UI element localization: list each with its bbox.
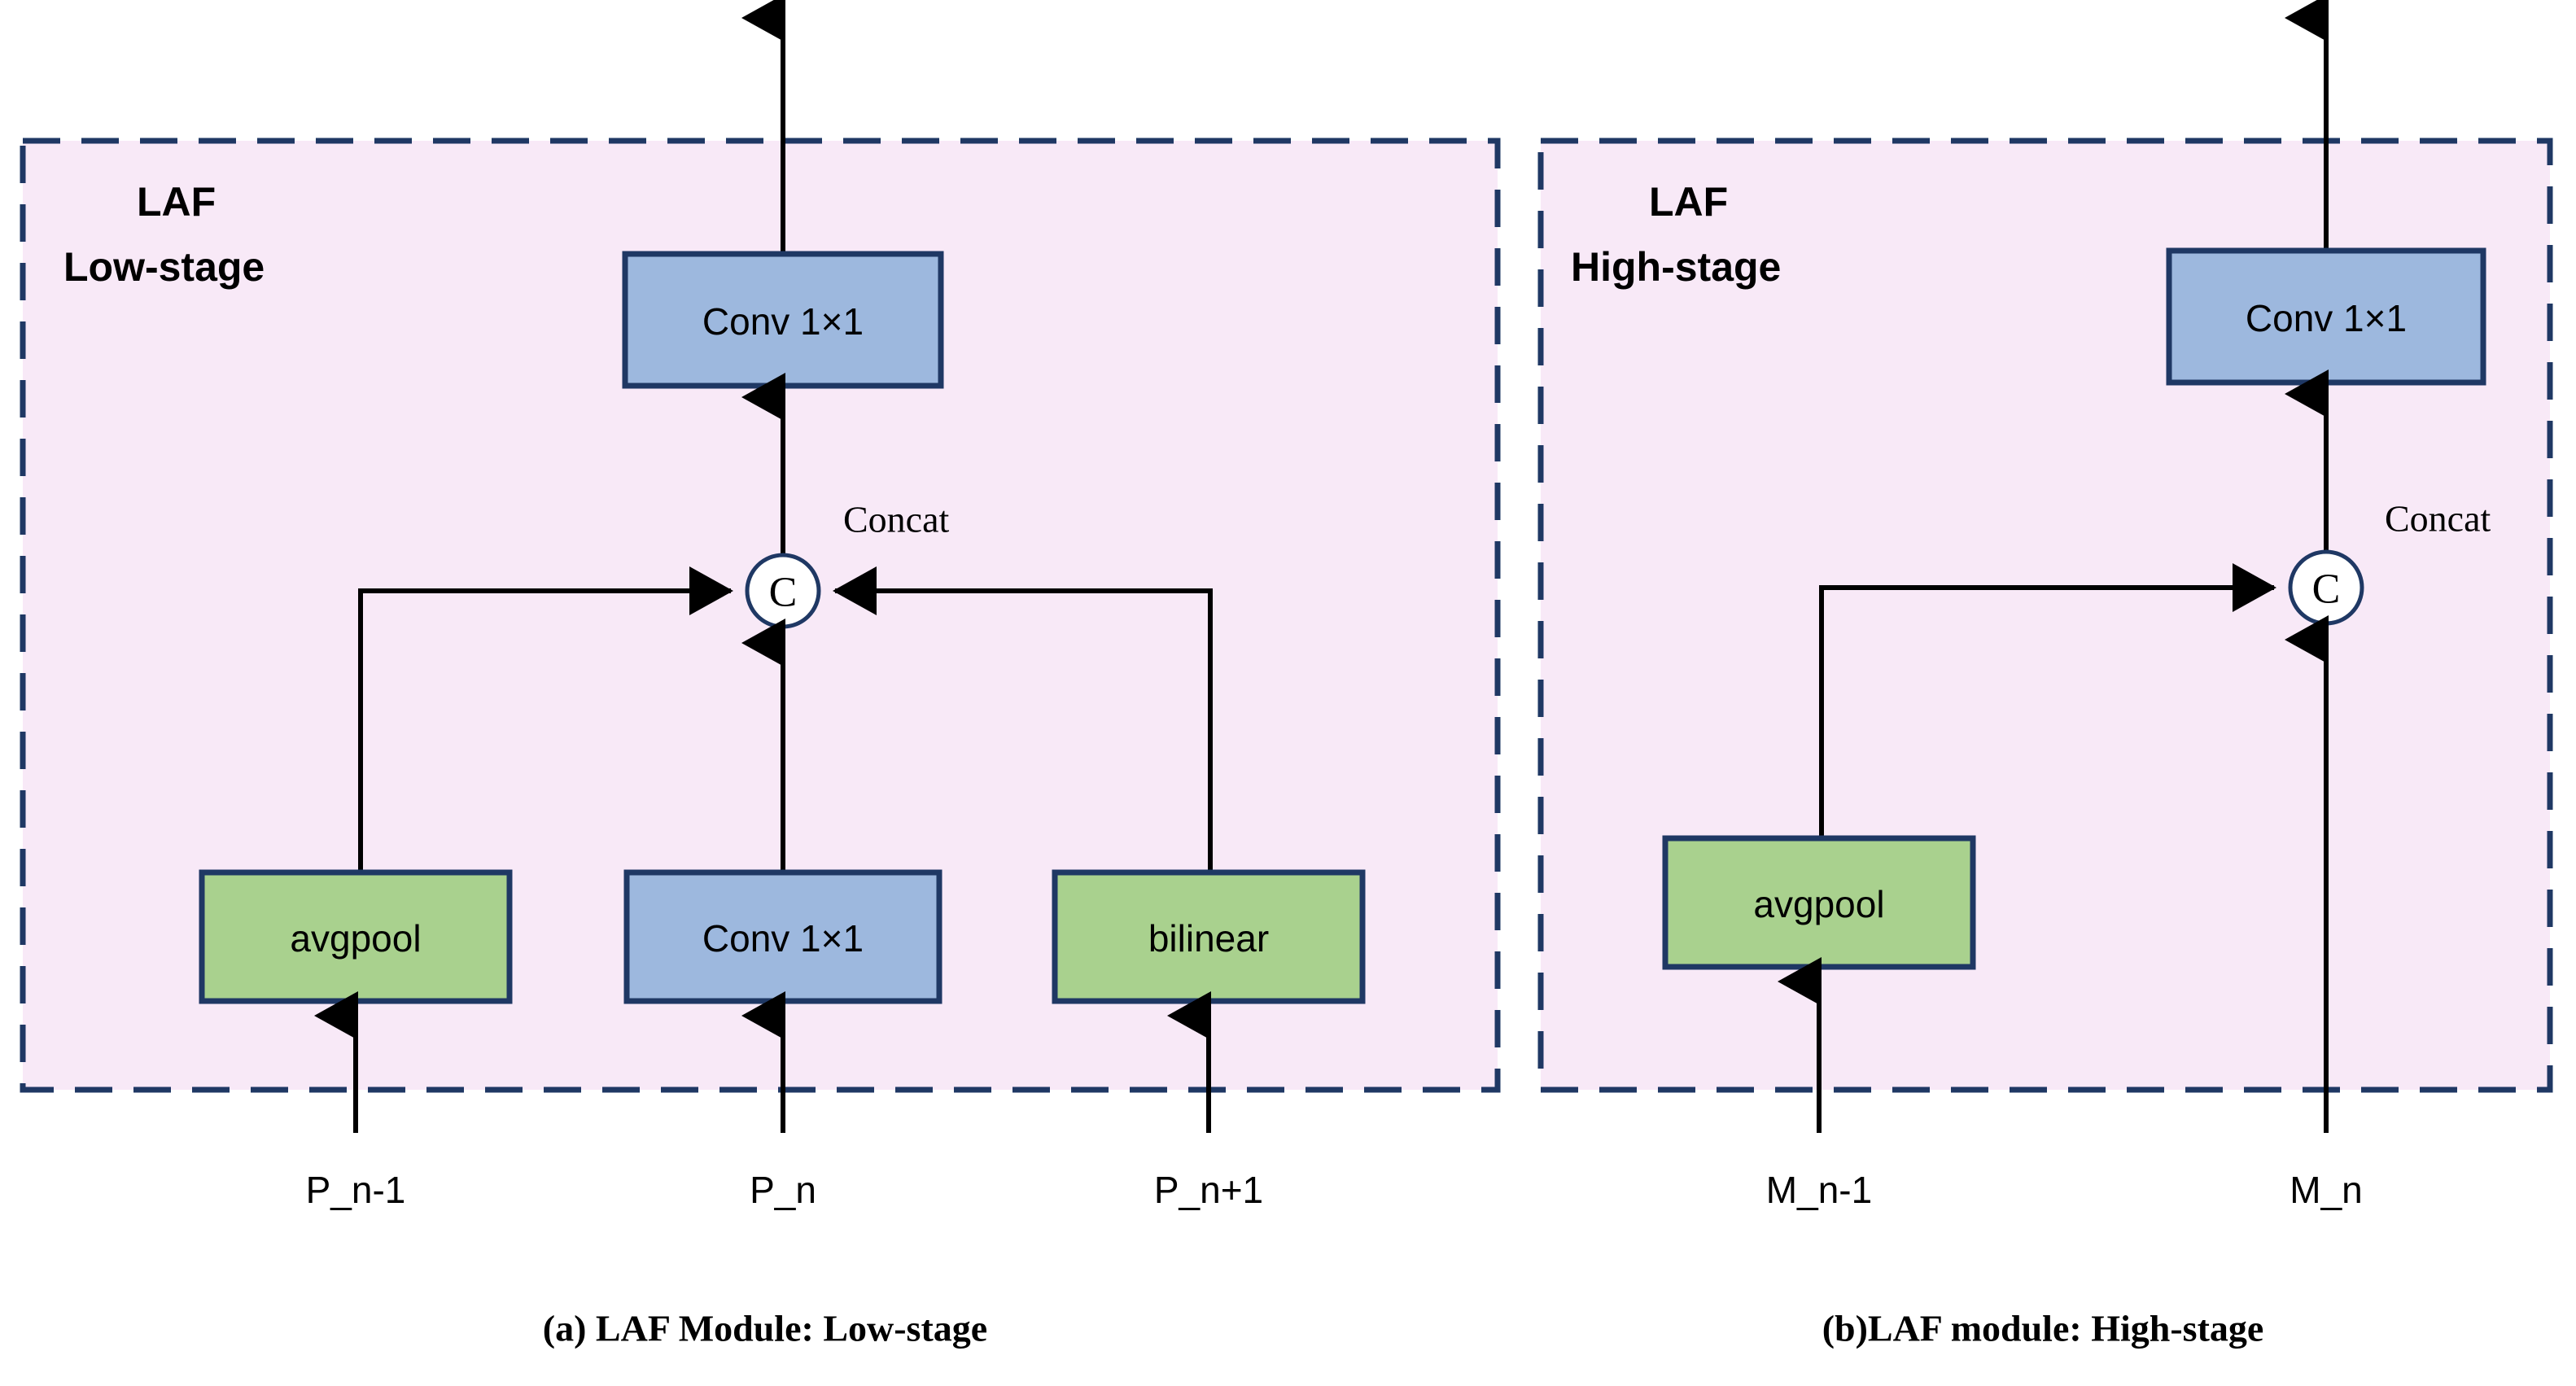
panel-b-title-line2: High-stage xyxy=(1571,244,1781,290)
panel-a-top-conv-box xyxy=(622,251,944,389)
panel-a-avgpool-box xyxy=(199,869,513,1004)
panel-b-top-conv-box xyxy=(2166,247,2486,386)
panel-b-caption: (b)LAF module: High-stage xyxy=(1822,1308,2264,1349)
panel-b-avgpool-to-concat-link xyxy=(1819,563,2276,838)
panel-a-title-line1: LAF xyxy=(137,179,216,225)
panel-a-bilinear-box xyxy=(1052,869,1366,1004)
panel-b-input-label-1: M_n xyxy=(2290,1169,2362,1211)
panel-a-concat-node-label: C xyxy=(769,570,798,616)
panel-a-input-label-0: P_n-1 xyxy=(306,1169,406,1211)
panel-b-top-conv-label: Conv 1×1 xyxy=(2246,297,2407,339)
panel-a-mid-conv-label: Conv 1×1 xyxy=(702,917,864,960)
panel-a-input-label-1: P_n xyxy=(750,1169,816,1211)
panel-a-bilinear-to-concat-link xyxy=(833,566,1213,872)
panel-b-concat-node-label: C xyxy=(2312,566,2341,613)
panel-a-avgpool-to-concat-link xyxy=(358,566,733,872)
panel-a-caption: (a) LAF Module: Low-stage xyxy=(543,1308,987,1349)
panel-a-bilinear-label: bilinear xyxy=(1148,917,1269,960)
panel-b-avgpool-label: avgpool xyxy=(1753,883,1884,925)
panel-b-input-label-0: M_n-1 xyxy=(1766,1169,1872,1211)
panel-b-title-line1: LAF xyxy=(1649,179,1728,225)
panel-a-title-line2: Low-stage xyxy=(63,244,265,290)
panel-a-top-conv-label: Conv 1×1 xyxy=(702,300,864,343)
panel-a-input-label-2: P_n+1 xyxy=(1154,1169,1263,1211)
panel-a-concat-text: Concat xyxy=(843,499,950,540)
panel-a-avgpool-label: avgpool xyxy=(290,917,421,960)
panel-b-avgpool-box xyxy=(1662,835,1976,970)
panel-b-concat-text: Concat xyxy=(2385,498,2491,540)
